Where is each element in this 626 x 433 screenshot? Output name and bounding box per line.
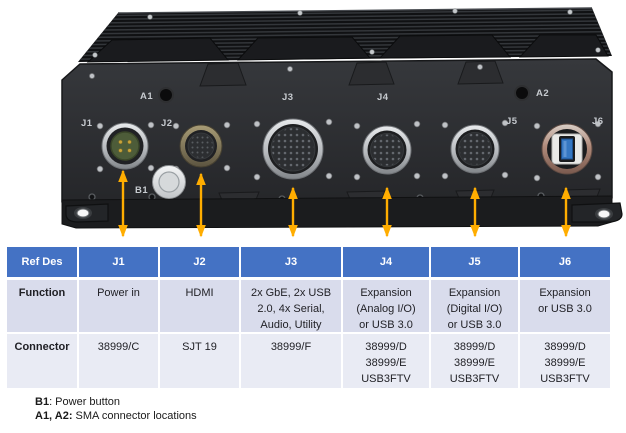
label-j3: J3	[282, 92, 294, 103]
label-j1: J1	[81, 118, 93, 129]
table-connector-row: Connector 38999/C SJT 19 38999/F 38999/D…	[7, 334, 610, 388]
note-b1: B1: Power button	[35, 395, 197, 409]
mounting-foot-left	[65, 203, 109, 223]
connector-row-label: Connector	[7, 334, 77, 388]
header-j4: J4	[343, 247, 429, 277]
sma-hole-a1	[158, 87, 174, 103]
note-a1-a2-bold: A1, A2:	[35, 410, 73, 422]
function-j3: 2x GbE, 2x USB 2.0, 4x Serial, Audio, Ut…	[241, 280, 341, 332]
function-j6: Expansion or USB 3.0	[520, 280, 610, 332]
function-j5: Expansion (Digital I/O) or USB 3.0	[431, 280, 518, 332]
mounting-foot-right	[571, 202, 623, 223]
function-row-label: Function	[7, 280, 77, 332]
heatsink-fins	[78, 7, 612, 63]
connector-j6-cell: 38999/D 38999/E USB3FTV	[520, 334, 610, 388]
device-photo: J1 J2 J3 J4 J5 J6 A1 A2 B1	[61, 7, 623, 238]
chassis-base	[61, 195, 623, 229]
function-j1: Power in	[79, 280, 158, 332]
function-j4: Expansion (Analog I/O) or USB 3.0	[343, 280, 429, 332]
label-b1: B1	[135, 185, 148, 196]
connector-j3-cell: 38999/F	[241, 334, 341, 388]
header-j1: J1	[79, 247, 158, 277]
connector-j1-cell: 38999/C	[79, 334, 158, 388]
connector-table: Ref Des J1 J2 J3 J4 J5 J6 Function Power…	[7, 247, 610, 388]
sma-hole-a2	[514, 85, 530, 101]
table-header-row: Ref Des J1 J2 J3 J4 J5 J6	[7, 247, 610, 277]
top-screws	[92, 8, 601, 58]
header-j3: J3	[241, 247, 341, 277]
callout-arrows	[118, 169, 571, 238]
connector-j2	[179, 124, 223, 168]
panel-screws	[89, 64, 602, 182]
header-j6: J6	[520, 247, 610, 277]
label-j6: J6	[592, 116, 604, 127]
note-b1-text: : Power button	[49, 396, 120, 408]
connector-j5-cell: 38999/D 38999/E USB3FTV	[431, 334, 518, 388]
connector-j3	[262, 118, 324, 180]
label-a1: A1	[140, 91, 153, 102]
function-j2: HDMI	[160, 280, 239, 332]
label-j2: J2	[161, 118, 173, 129]
connector-j5	[450, 124, 500, 174]
connector-j6	[541, 123, 593, 175]
label-j5: J5	[506, 116, 518, 127]
header-j2: J2	[160, 247, 239, 277]
header-j5: J5	[431, 247, 518, 277]
table-function-row: Function Power in HDMI 2x GbE, 2x USB 2.…	[7, 280, 610, 332]
note-a1-a2-text: SMA connector locations	[72, 410, 197, 422]
connector-j4	[362, 125, 412, 175]
label-j4: J4	[377, 92, 389, 103]
header-ref-des: Ref Des	[7, 247, 77, 277]
connector-j1	[101, 122, 149, 170]
label-a2: A2	[536, 88, 549, 99]
connector-j2-cell: SJT 19	[160, 334, 239, 388]
power-button-b1	[152, 165, 186, 199]
footnotes: B1: Power button A1, A2: SMA connector l…	[35, 395, 197, 423]
note-a1-a2: A1, A2: SMA connector locations	[35, 409, 197, 423]
connector-j4-cell: 38999/D 38999/E USB3FTV	[343, 334, 429, 388]
usb3-port	[561, 138, 573, 160]
note-b1-bold: B1	[35, 396, 50, 408]
